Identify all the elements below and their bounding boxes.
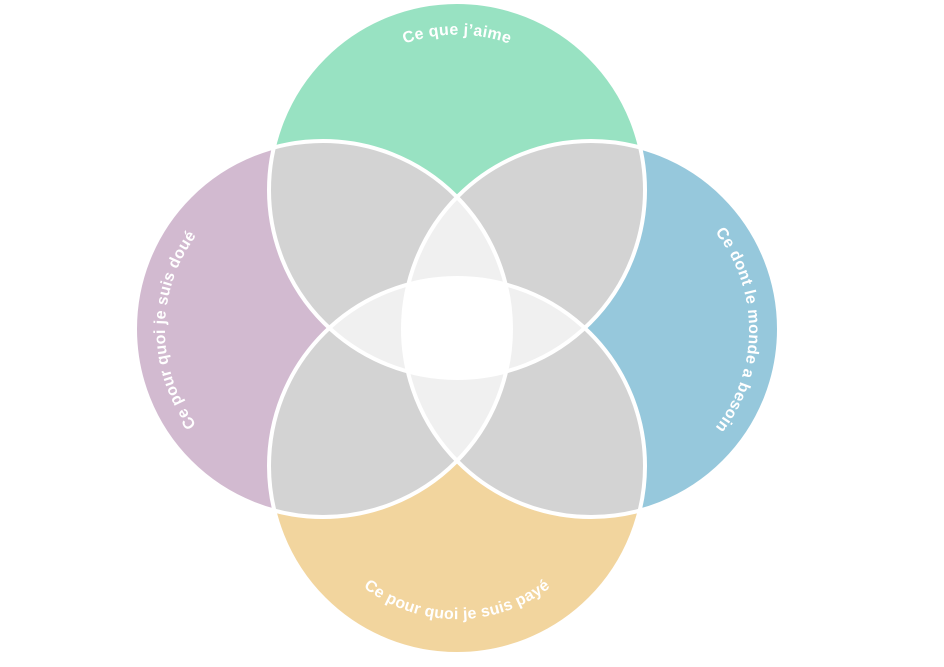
circle-outlines — [133, 0, 781, 656]
